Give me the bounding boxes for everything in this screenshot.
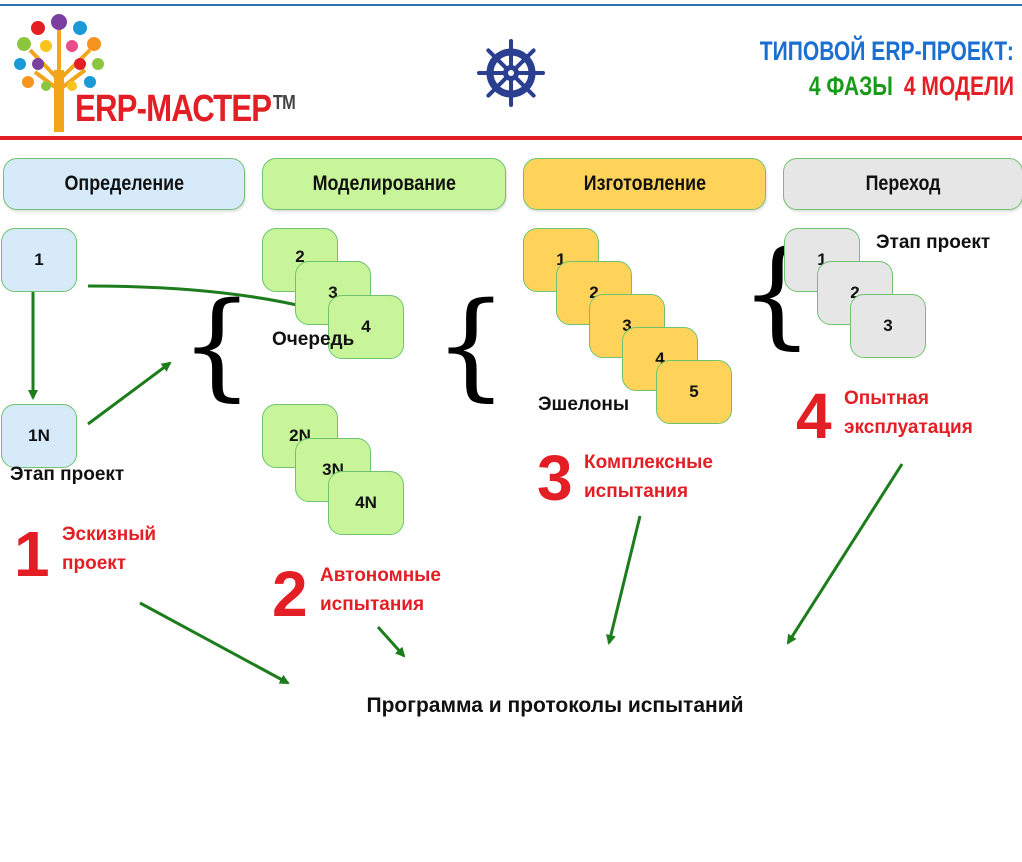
stage-box-1: 1 xyxy=(1,228,77,292)
stage-box-p4-1: 1 xyxy=(784,228,860,292)
phase-header-modeling: Моделирование xyxy=(262,158,506,210)
stage-box-1n: 1N xyxy=(1,404,77,468)
model-number-2: 2 xyxy=(272,558,308,630)
arrow-phase1-to-program xyxy=(139,601,290,685)
header-divider xyxy=(0,136,1022,140)
model-caption-2-line2: испытания xyxy=(320,594,425,615)
stage-box-p4-3: 3 xyxy=(850,294,926,358)
stage-label-4: Этап проект xyxy=(876,232,991,253)
brand-name: ERP-МАСТЕРTM xyxy=(75,88,296,130)
arrow-1-to-queue xyxy=(87,284,312,311)
brace-left-2: { xyxy=(434,278,508,413)
model-caption-3-line2: испытания xyxy=(584,481,689,502)
echelon-label: Эшелоны xyxy=(538,394,630,415)
model-number-1: 1 xyxy=(14,518,50,590)
brace-left-1: { xyxy=(180,278,254,413)
queue-box-4: 4 xyxy=(328,295,404,359)
top-divider xyxy=(0,4,1022,6)
model-caption-2-line1: Автономные xyxy=(320,565,441,586)
phase-header-transition: Переход xyxy=(783,158,1022,210)
model-caption-1-line2: проект xyxy=(62,553,127,574)
queue-label: Очередь xyxy=(272,329,355,350)
phase-header-definition: Определение xyxy=(3,158,245,210)
model-caption-3-line1: Комплексные xyxy=(584,452,713,473)
ship-wheel-icon xyxy=(477,39,545,107)
queue-box-4n: 4N xyxy=(328,471,404,535)
tree-logo-icon xyxy=(14,14,104,132)
arrow-phase3-to-program xyxy=(606,515,642,645)
arrow-phase2-to-program xyxy=(376,625,406,658)
model-caption-4-line1: Опытная xyxy=(844,388,929,409)
model-caption-1-line1: Эскизный xyxy=(62,524,157,545)
title-line-1: ТИПОВОЙ ERP-ПРОЕКТ: xyxy=(759,36,1014,66)
model-number-3: 3 xyxy=(537,442,573,514)
stage-label-1: Этап проект xyxy=(10,464,125,485)
phase-header-manufacturing: Изготовление xyxy=(523,158,766,210)
model-caption-4-line2: эксплуатация xyxy=(844,417,973,438)
program-protocols-label: Программа и протоколы испытаний xyxy=(366,694,744,717)
arrow-1n-to-queue xyxy=(87,361,172,426)
arrow-phase4-to-program xyxy=(786,463,904,645)
model-number-4: 4 xyxy=(796,380,832,452)
echelon-box-5: 5 xyxy=(656,360,732,424)
